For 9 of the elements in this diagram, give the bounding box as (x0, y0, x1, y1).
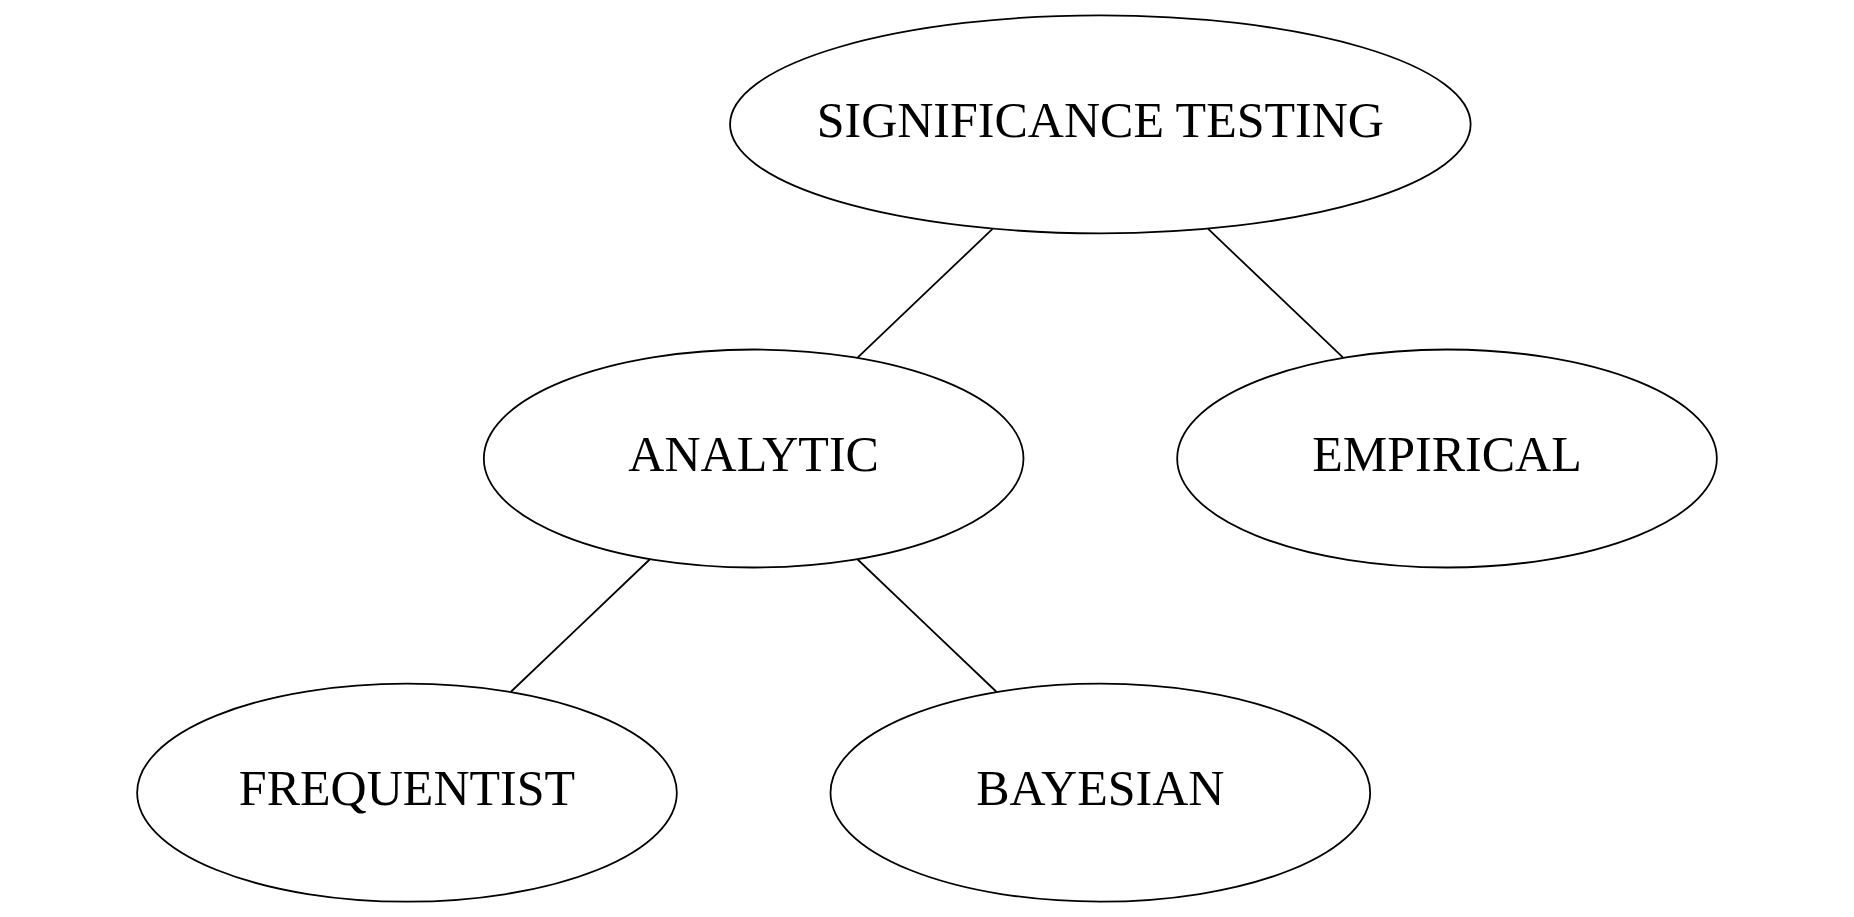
connector (510, 558, 651, 693)
node-ellipse: ANALYTIC (482, 348, 1025, 569)
connector (1207, 228, 1344, 359)
connector (856, 558, 998, 693)
node-ellipse: FREQUENTIST (136, 682, 678, 903)
node-ellipse: SIGNIFICANCE TESTING (729, 14, 1472, 235)
node-ellipse: BAYESIAN (829, 682, 1372, 903)
connector (856, 228, 994, 359)
node-ellipse: EMPIRICAL (1176, 348, 1718, 569)
